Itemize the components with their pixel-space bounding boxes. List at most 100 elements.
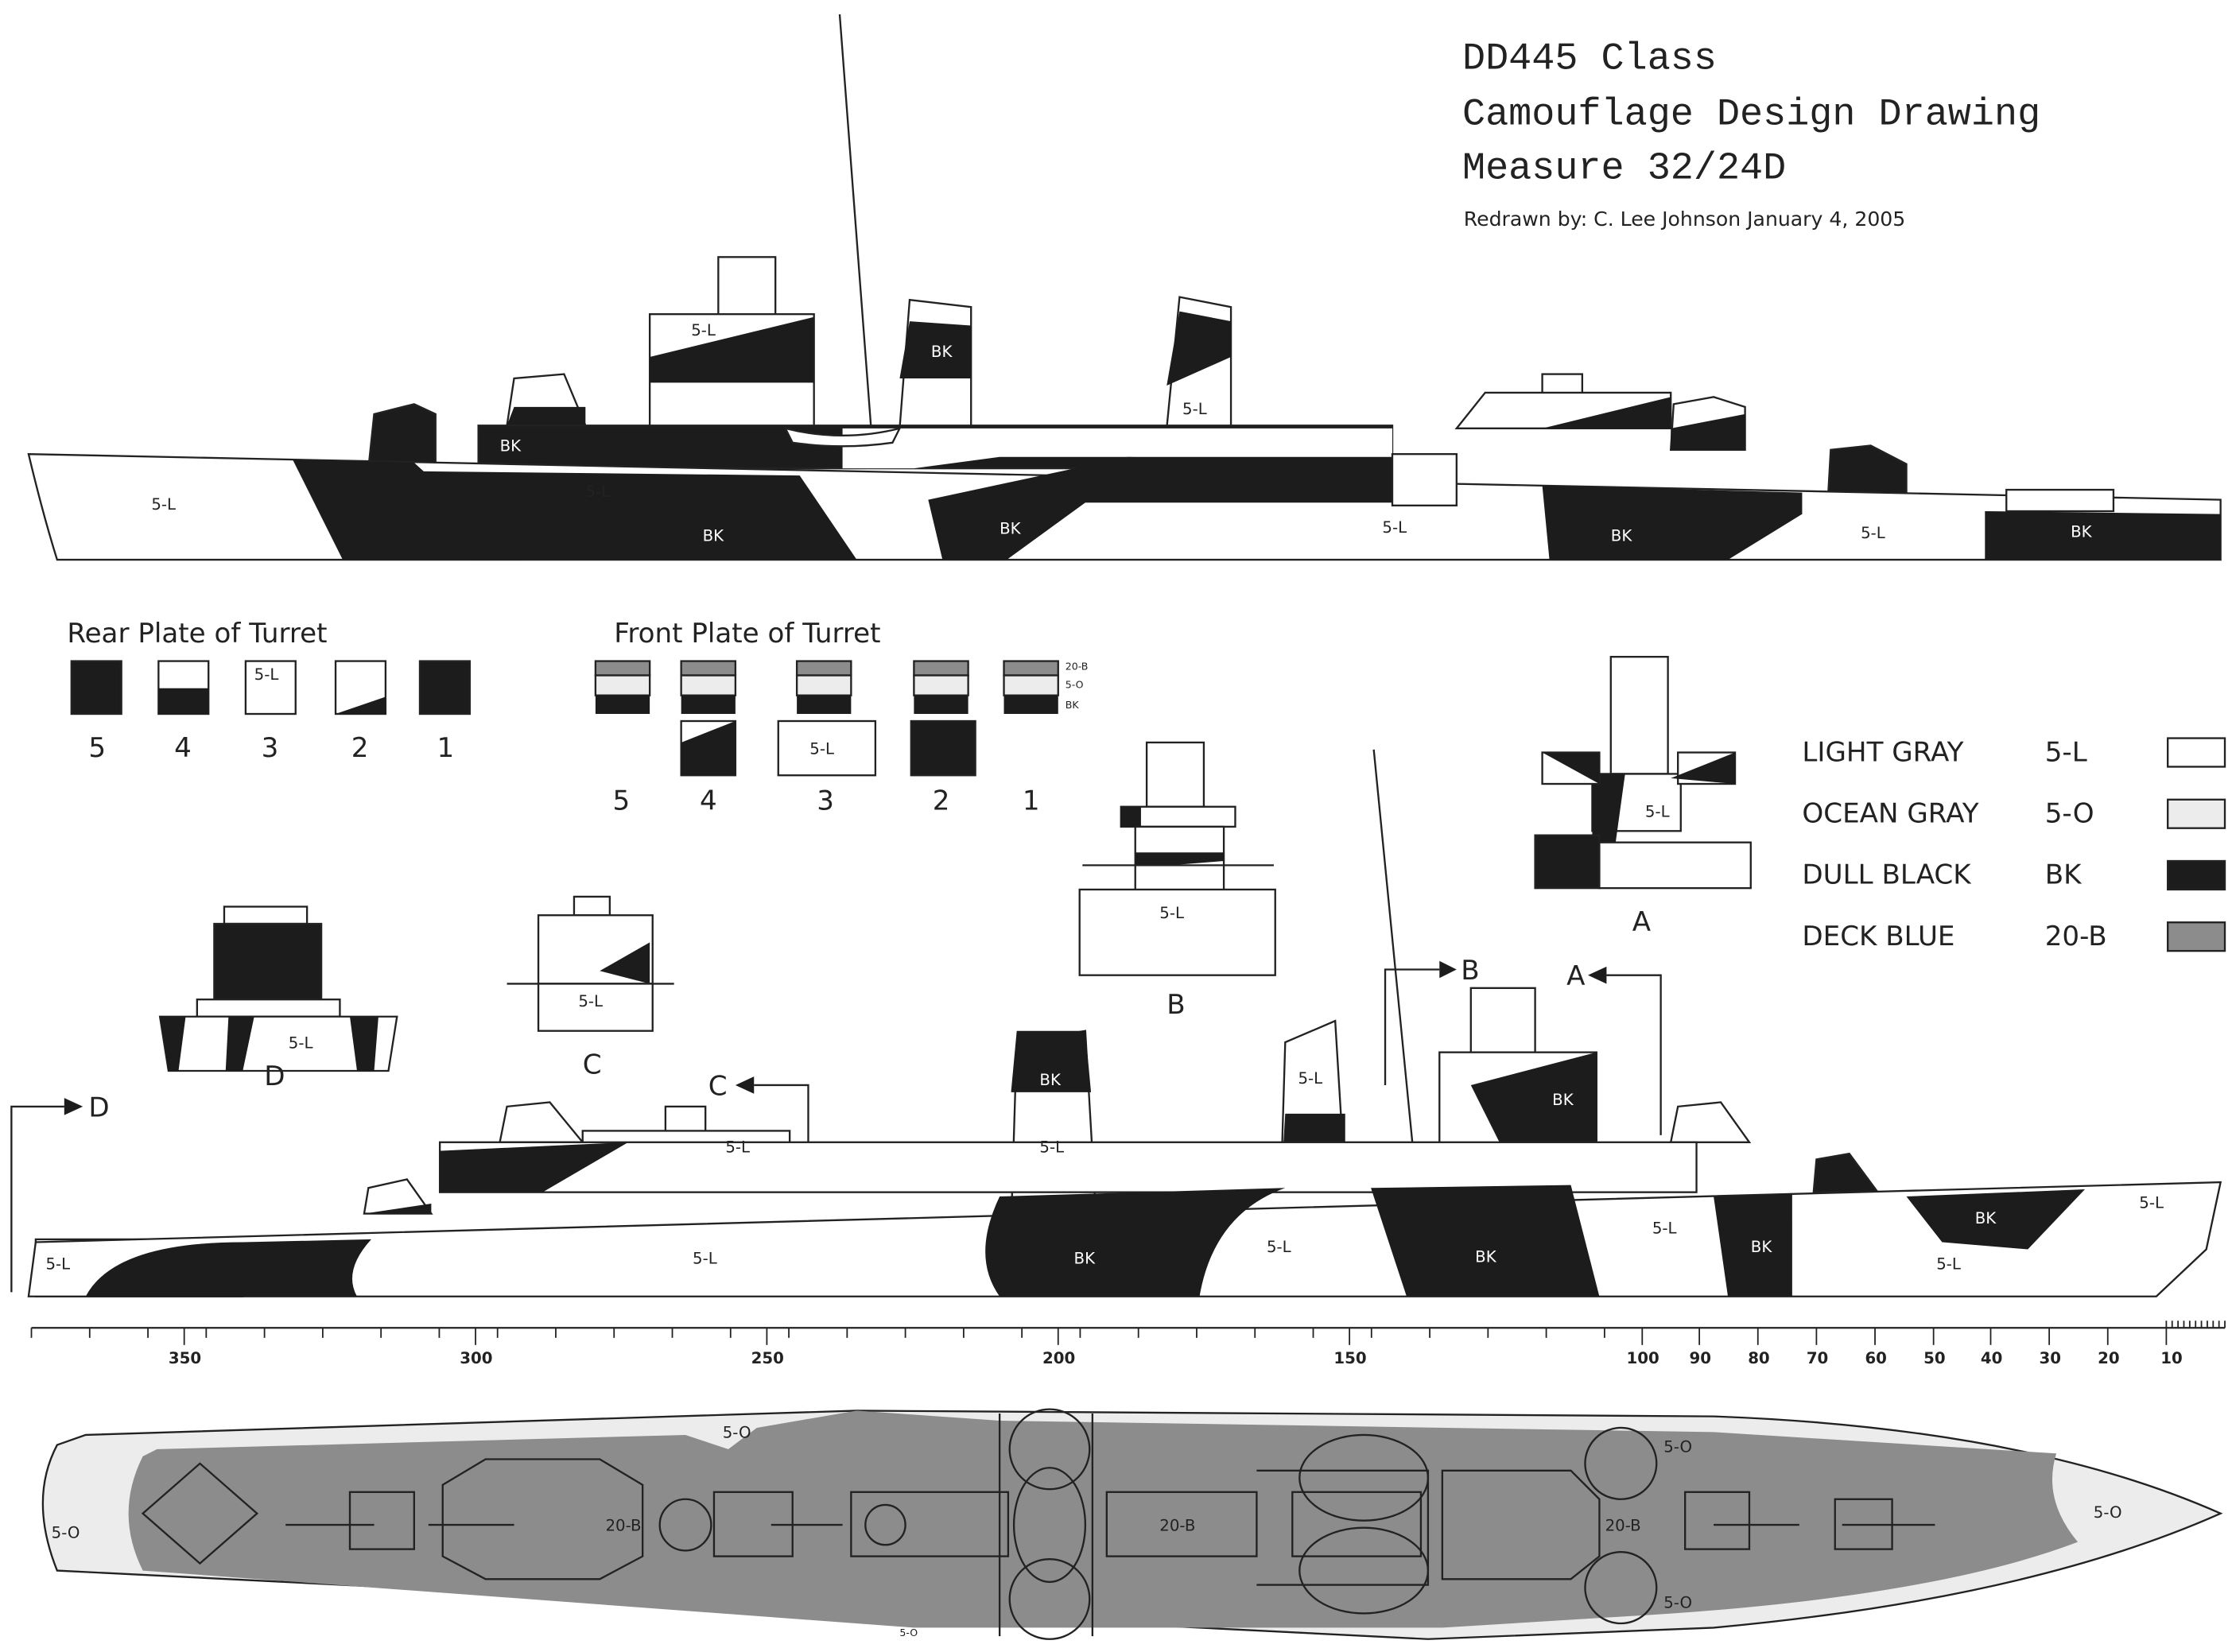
section-letter: D [264,1061,285,1092]
scale-tick-label: 90 [1690,1349,1711,1367]
deck-label: 5-O [899,1627,918,1638]
area-label: 5-L [1936,1255,1961,1274]
area-label: 5-L [691,321,716,339]
area-label: 5-L [1267,1238,1291,1256]
plate-number: 4 [174,732,192,764]
scale-tick-label: 350 [169,1349,201,1367]
front-plate-title: Front Plate of Turret [614,618,880,650]
section-label: 5-L [1159,904,1184,922]
area-label: 5-L [1652,1220,1677,1238]
scale-tick-label: 10 [2160,1349,2182,1367]
area-label: 5-L [1298,1069,1322,1088]
callout-label: BK [1066,699,1080,711]
area-label: BK [2071,522,2093,541]
scale-tick-label: 70 [1807,1349,1828,1367]
turret-1 [367,403,437,470]
area-label: 5-L [693,1249,717,1267]
section-d: 5-L D [158,905,398,1092]
section-label: 5-L [578,992,603,1010]
area-label: 5-L [725,1138,750,1156]
area-label: BK [1074,1249,1097,1267]
mast [1372,749,1415,1157]
section-arrow-d: D [88,1092,109,1123]
area-label: BK [500,437,522,456]
legend-swatch [2167,921,2226,952]
area-label: BK [1000,520,1022,538]
scale-tick-label: 300 [460,1349,492,1367]
plate-number: 5 [612,785,630,816]
credit-line: Redrawn by: C. Lee Johnson January 4, 20… [1464,207,1905,231]
area-label: BK [1611,527,1633,545]
section-letter: A [1632,906,1652,938]
starboard-profile: 5-L 5-L BK BK 5-L BK 5-L BK 5-L BK BK 5-… [27,14,2222,561]
plate-number: 3 [817,785,834,816]
legend-name: LIGHT GRAY [1802,736,1963,768]
legend-name: OCEAN GRAY [1802,798,1978,830]
deck-plan: 5-O 5-O 20-B 20-B 20-B 5-O 5-O 5-O 5-O [41,1408,2223,1640]
area-label: BK [1751,1238,1773,1256]
area-label: BK [931,343,953,361]
legend-name: DECK BLUE [1802,921,1954,952]
section-arrow-a: A [1566,960,1586,992]
deck-label: 5-O [1663,1438,1692,1456]
legend-name: DULL BLACK [1802,859,1972,891]
scale-tick-label: 60 [1865,1349,1886,1367]
section-letter: B [1166,989,1185,1021]
deck-label: 20-B [1159,1516,1195,1534]
legend-code: BK [2045,859,2083,891]
scale-tick-label: 150 [1333,1349,1366,1367]
section-c: 5-L C [507,895,674,1081]
section-letter: C [583,1049,602,1081]
area-label: 5-L [1861,524,1885,542]
legend-code: 5-O [2045,798,2094,830]
area-label: 5-L [1182,400,1207,418]
area-label: 5-L [2139,1193,2164,1212]
area-label: 5-L [45,1255,70,1274]
scale-tick-label: 200 [1042,1349,1075,1367]
plate-number: 1 [437,732,455,764]
plate-number: 2 [933,785,950,816]
plate-number: 1 [1023,785,1040,816]
area-label: 5-L [1382,518,1407,537]
legend-swatch [2167,859,2226,891]
rear-plate-title: Rear Plate of Turret [67,618,327,650]
area-label: BK [703,527,725,545]
plate-label: 5-L [254,665,279,684]
boat [783,427,902,448]
title-block: DD445 Class Camouflage Design Drawing Me… [1462,37,2040,231]
rear-plate-of-turret: Rear Plate of Turret 5-L 5 4 3 2 1 [67,618,472,764]
deck-label: 5-O [2094,1503,2122,1522]
area-label: 5-L [1039,1138,1064,1156]
legend-code: 20-B [2045,921,2107,952]
front-plate-of-turret: Front Plate of Turret 5-L 20-B 5-O BK 5 … [594,618,1089,816]
section-label: 5-L [1645,802,1670,820]
title-line-2: Camouflage Design Drawing [1462,92,2040,136]
legend-code: 5-L [2045,736,2087,768]
section-b: 5-L B [1078,741,1276,1021]
scale-tick-label: 80 [1748,1349,1769,1367]
deck-label: 5-O [723,1424,751,1442]
callout-label: 20-B [1066,660,1089,672]
deck-label: 20-B [605,1516,641,1534]
deck-label: 5-O [52,1523,80,1541]
title-line-1: DD445 Class [1462,37,1717,80]
section-a: 5-L A [1534,656,1752,938]
deckhouse [438,1141,1698,1193]
plate-number: 2 [351,732,369,764]
scale-tick-label: 40 [1981,1349,2002,1367]
section-arrow-b: B [1461,955,1479,987]
color-legend: LIGHT GRAY 5-L OCEAN GRAY 5-O DULL BLACK… [1802,736,2226,952]
director [717,256,777,316]
frame-scale: 350 300 250 200 150 100 90 80 70 60 50 4… [30,1320,2226,1367]
callout-label: 5-O [1066,679,1084,691]
plate-number: 3 [262,732,279,764]
area-label: BK [457,1202,479,1220]
area-label: 5-L [585,483,610,501]
area-label: BK [1475,1248,1497,1266]
port-profile: 5-L 5-L BK BK 5-L BK 5-L BK 5-L BK 5-L B… [10,749,2222,1297]
area-label: BK [1975,1209,1997,1227]
mast [838,14,872,429]
section-label: 5-L [289,1033,313,1052]
area-label: BK [1039,1071,1062,1089]
